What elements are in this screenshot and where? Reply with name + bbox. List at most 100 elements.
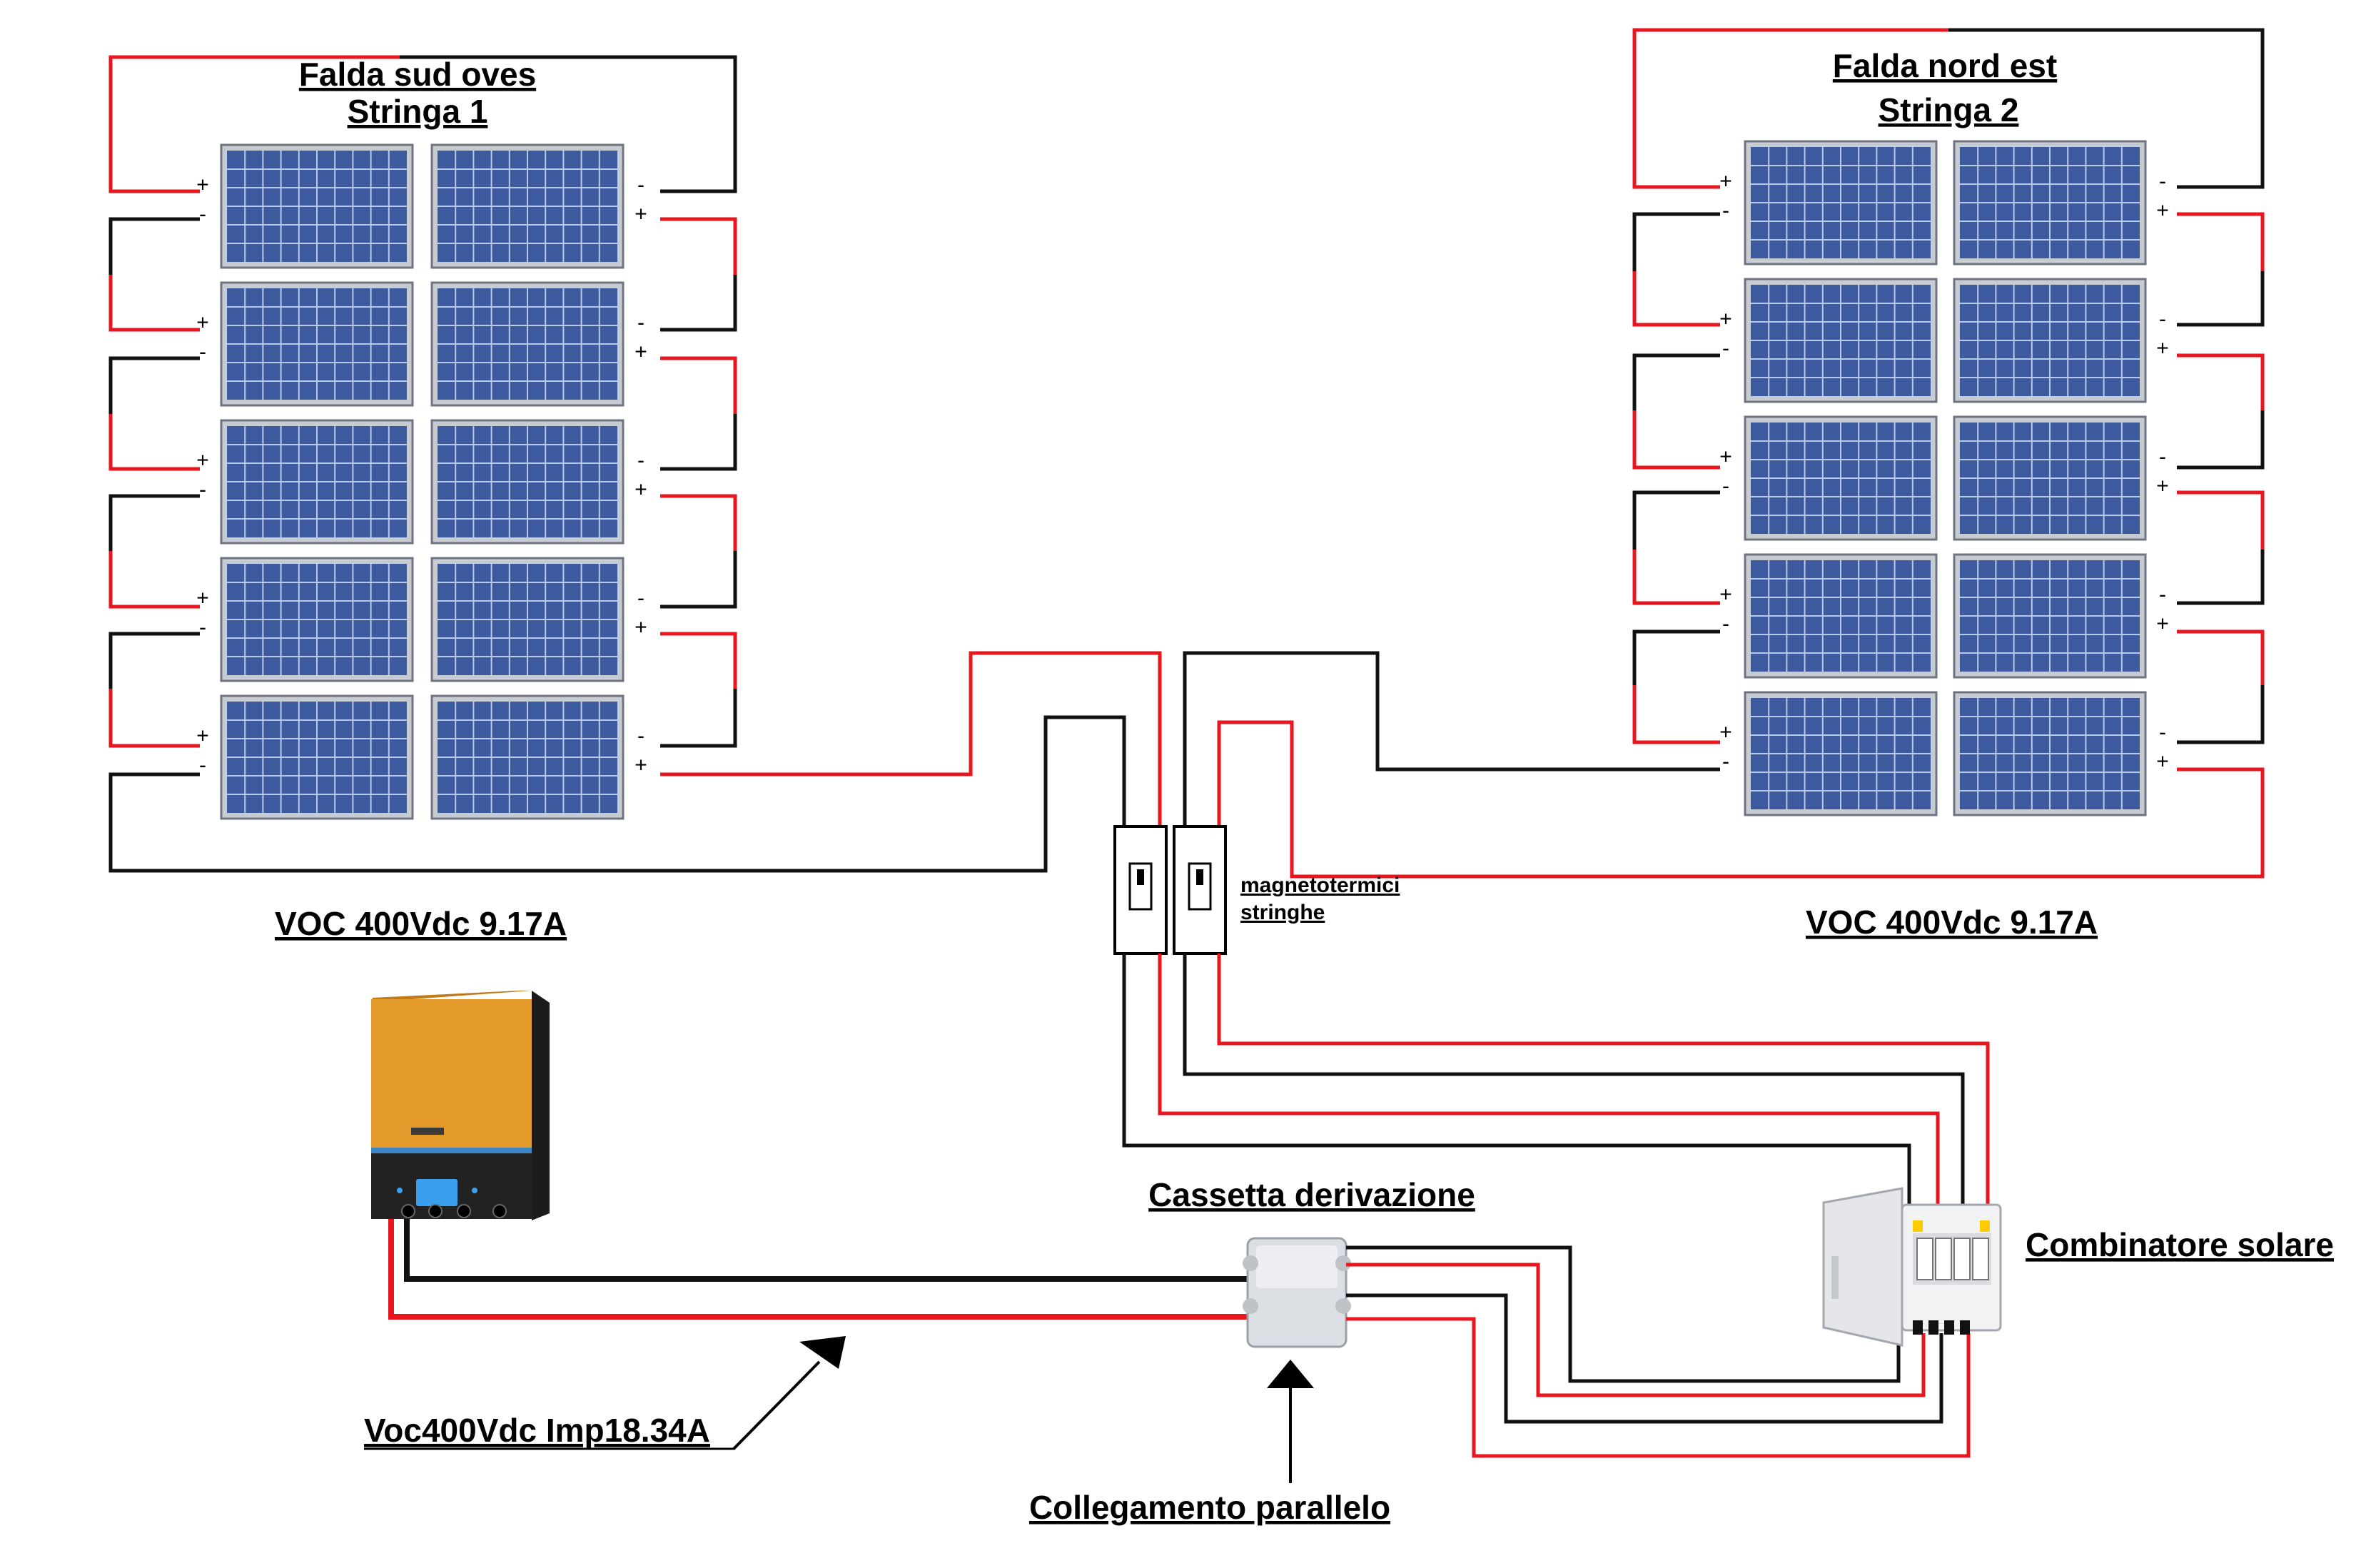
polarity-plus: + <box>196 448 209 472</box>
solar-panel <box>430 281 625 407</box>
polarity-plus: + <box>635 478 647 502</box>
solar-panel <box>430 557 625 682</box>
polarity-plus: + <box>635 340 647 364</box>
inverter-line-arrow-shaft <box>732 1360 821 1450</box>
inverter-terminal <box>492 1204 507 1218</box>
inverter-feed-wiring <box>388 1219 1253 1320</box>
polarity-plus: + <box>196 724 209 747</box>
string-2-wiring <box>1183 28 2265 879</box>
string-2-voc-label: VOC 400Vdc 9.17A <box>1806 904 2098 941</box>
junction-box-gland <box>1335 1298 1351 1314</box>
polarity-plus: + <box>1719 445 1732 468</box>
polarity-minus: - <box>637 173 644 196</box>
polarity-minus: - <box>2159 720 2166 744</box>
solar-panel <box>430 143 625 269</box>
polarity-plus: + <box>1719 169 1732 193</box>
combiner-breaker <box>1972 1238 1989 1280</box>
polarity-plus: + <box>1719 582 1732 606</box>
polarity-plus: + <box>1719 720 1732 744</box>
string-1-polarity-marks: +--++--++--++--++--+ <box>196 173 647 777</box>
polarity-minus: - <box>1722 475 1729 498</box>
parallel-arrow-head <box>1267 1360 1314 1388</box>
polarity-plus: + <box>196 310 209 334</box>
polarity-minus: - <box>1722 750 1729 774</box>
solar-panel <box>430 419 625 545</box>
breakers-label-line2: stringhe <box>1240 901 1325 924</box>
polarity-plus: + <box>2156 337 2169 360</box>
junction-box-gland <box>1243 1298 1258 1314</box>
inverter-button <box>397 1188 403 1193</box>
polarity-minus: - <box>637 310 644 334</box>
combiner-fuse <box>1913 1220 1923 1232</box>
solar-panel <box>220 694 414 820</box>
polarity-minus: - <box>199 203 206 226</box>
breakers-label-line1: magnetotermici <box>1240 874 1400 897</box>
combiner-door-handle <box>1831 1256 1839 1299</box>
string-2-polarity-marks: +--++--++--++--++--+ <box>1719 169 2169 773</box>
combiner-fuse <box>1980 1220 1990 1232</box>
polarity-minus: - <box>1722 199 1729 223</box>
combiner-breaker <box>1916 1238 1933 1280</box>
polarity-minus: - <box>637 724 644 747</box>
inverter-line-arrow-head <box>799 1336 846 1369</box>
solar-panel <box>1744 415 1938 541</box>
polarity-minus: - <box>637 448 644 472</box>
inverter-stripe <box>371 1148 532 1153</box>
hybrid-inverter <box>371 991 550 1220</box>
combiner-gland <box>1944 1320 1954 1335</box>
string-1-panels <box>220 143 625 820</box>
solar-panel <box>1953 278 2147 403</box>
combiner-gland <box>1960 1320 1970 1335</box>
polarity-minus: - <box>1722 612 1729 636</box>
string-2-panels <box>1744 140 2147 816</box>
solar-panel <box>1744 140 1938 265</box>
polarity-plus: + <box>2156 612 2169 636</box>
combiner-breaker <box>1935 1238 1952 1280</box>
polarity-minus: - <box>2159 445 2166 468</box>
junction-box-lid <box>1256 1245 1338 1288</box>
polarity-minus: - <box>637 586 644 610</box>
string-1-wiring <box>108 55 1162 873</box>
string-2-title-line2: Stringa 2 <box>1879 91 2019 128</box>
polarity-minus: - <box>199 754 206 777</box>
polarity-plus: + <box>196 173 209 196</box>
inverter-body <box>371 999 532 1149</box>
inverter-line-label: Voc400Vdc Imp18.34A <box>364 1412 710 1449</box>
junction-to-combiner-wiring <box>1346 1245 1971 1458</box>
solar-panel <box>220 419 414 545</box>
inverter-side <box>532 991 550 1220</box>
string-1-title-line1: Falda sud oves <box>299 56 536 93</box>
polarity-plus: + <box>2156 199 2169 223</box>
parallel-annotation: Collegamento parallelo <box>1029 1360 1390 1526</box>
polarity-plus: + <box>635 754 647 777</box>
polarity-plus: + <box>2156 475 2169 498</box>
polarity-plus: + <box>196 586 209 610</box>
inverter-terminal <box>457 1204 471 1218</box>
polarity-minus: - <box>2159 307 2166 330</box>
string-1-voc-label: VOC 400Vdc 9.17A <box>275 905 567 942</box>
polarity-minus: - <box>1722 337 1729 360</box>
solar-panel <box>430 694 625 820</box>
string-1-title-line2: Stringa 1 <box>348 93 488 130</box>
string-breakers: magnetotermici stringhe <box>1113 825 1400 955</box>
solar-panel <box>220 557 414 682</box>
solar-panel <box>1744 278 1938 403</box>
string-1-array: Falda sud oves Stringa 1 <box>108 55 1162 942</box>
solar-panel <box>1953 415 2147 541</box>
solar-panel <box>220 281 414 407</box>
inverter-display <box>416 1179 457 1206</box>
junction-box-gland <box>1243 1255 1258 1271</box>
parallel-label: Collegamento parallelo <box>1029 1489 1390 1526</box>
breaker-1-lever-mark <box>1137 869 1144 885</box>
solar-panel <box>220 143 414 269</box>
polarity-plus: + <box>635 616 647 639</box>
junction-box-gland <box>1335 1255 1351 1271</box>
polarity-minus: - <box>2159 582 2166 606</box>
solar-panel <box>1953 140 2147 265</box>
inverter-terminal <box>401 1204 415 1218</box>
polarity-plus: + <box>1719 307 1732 330</box>
inverter-button <box>472 1188 477 1193</box>
solar-panel <box>1744 691 1938 816</box>
